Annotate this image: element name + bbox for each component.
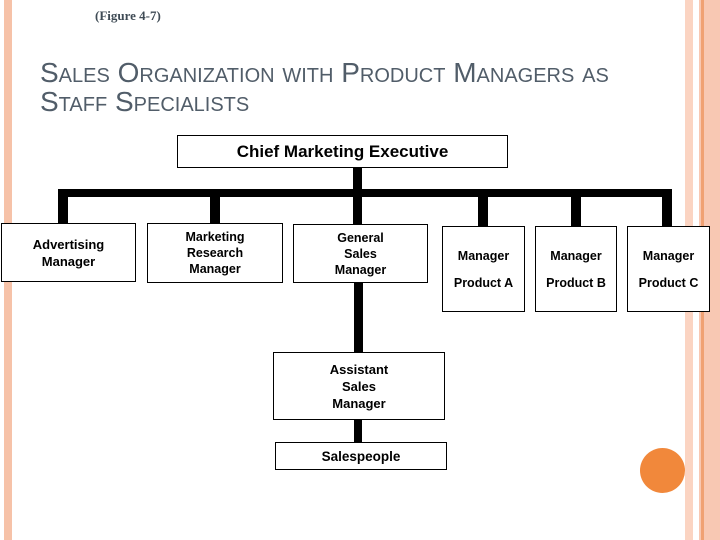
node-text-line: Manager <box>189 262 241 276</box>
slide-title-line-1: Sales Organization with Product Managers… <box>40 57 609 88</box>
connector-general-to-assistant <box>354 283 363 352</box>
node-text-line: Assistant <box>329 361 389 377</box>
connector-horizontal-bar <box>58 189 672 197</box>
connector-drop-marketing-research <box>210 197 220 224</box>
connector-drop-general-sales <box>353 197 362 225</box>
org-node-assistant-sales-manager: Assistant Sales Manager <box>273 352 445 420</box>
node-text-line: Research <box>186 246 244 260</box>
connector-drop-product-b <box>571 197 581 227</box>
slide-title-line-2: Staff Specialists <box>40 86 250 117</box>
connector-assistant-to-salespeople <box>354 420 362 442</box>
orange-circle-decoration <box>640 448 685 493</box>
connector-chief-stem <box>353 167 362 192</box>
connector-drop-advertising <box>58 197 68 224</box>
node-text-line: Advertising <box>32 236 105 252</box>
org-node-manager-product-c: Manager Product C <box>627 226 710 312</box>
org-node-advertising-manager: Advertising Manager <box>1 223 136 282</box>
org-node-manager-product-b: Manager Product B <box>535 226 617 312</box>
org-node-marketing-research-manager: Marketing Research Manager <box>147 223 283 283</box>
node-text-line: Manager <box>642 248 695 263</box>
node-text-line: Product B <box>546 275 606 290</box>
right-border-stripe-edge <box>704 0 720 540</box>
node-text-line: Marketing <box>185 230 245 244</box>
org-node-chief-marketing-executive: Chief Marketing Executive <box>177 135 508 168</box>
node-text-line: Manager <box>334 262 387 277</box>
node-text-line: Sales <box>342 378 376 394</box>
node-text-line: Sales <box>344 246 377 261</box>
node-text-line: Product C <box>638 275 699 290</box>
node-text-line: Product A <box>453 275 514 290</box>
org-node-salespeople: Salespeople <box>275 442 447 470</box>
node-text-line: Manager <box>41 253 96 269</box>
slide-title: Sales Organization with Product Managers… <box>40 58 705 116</box>
org-node-general-sales-manager: General Sales Manager <box>293 224 428 283</box>
node-text-line: Manager <box>332 395 386 411</box>
connector-drop-product-a <box>478 197 488 227</box>
node-text-line: Manager <box>550 248 602 263</box>
node-text-line: Manager <box>457 248 510 263</box>
node-text-line: General <box>337 230 384 245</box>
org-node-manager-product-a: Manager Product A <box>442 226 525 312</box>
figure-label: (Figure 4-7) <box>95 8 161 23</box>
connector-drop-product-c <box>662 197 672 227</box>
